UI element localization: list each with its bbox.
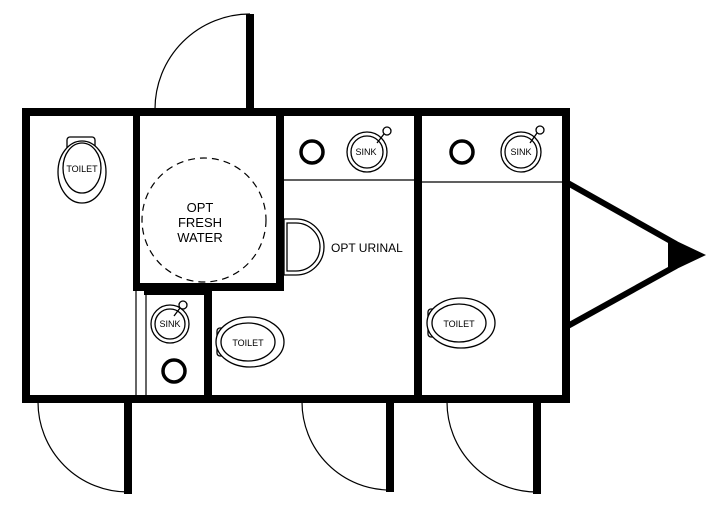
door-bottom-right <box>446 401 541 494</box>
toilet-label: TOILET <box>443 319 475 329</box>
toilet-left: TOILET <box>57 136 107 204</box>
fresh-water-label-line3: WATER <box>177 230 223 245</box>
toilet-right: TOILET <box>426 297 496 349</box>
door-bottom-middle <box>301 401 394 492</box>
sink-label: SINK <box>355 147 376 157</box>
door-top <box>154 13 254 110</box>
outer-walls <box>22 108 570 403</box>
interior-walls <box>133 108 562 403</box>
sink-small: SINK <box>150 300 190 344</box>
toilet-label: TOILET <box>66 164 98 174</box>
sink-middle: SINK <box>346 126 392 173</box>
fresh-water-label-line1: OPT <box>187 200 214 215</box>
drain-right <box>449 139 475 165</box>
urinal: OPT URINAL <box>283 218 403 276</box>
door-bottom-left <box>37 401 132 494</box>
fresh-water-label-line2: FRESH <box>178 215 222 230</box>
toilet-middle: TOILET <box>215 316 285 368</box>
drain-middle <box>299 139 325 165</box>
trailer-hitch <box>564 179 706 330</box>
fresh-water-tank: OPT FRESH WATER <box>141 157 267 283</box>
toilet-label: TOILET <box>232 338 264 348</box>
sink-label: SINK <box>159 319 180 329</box>
drain-small <box>161 358 187 384</box>
urinal-label: OPT URINAL <box>331 241 403 255</box>
sink-right: SINK <box>500 125 545 173</box>
sink-label: SINK <box>510 147 531 157</box>
